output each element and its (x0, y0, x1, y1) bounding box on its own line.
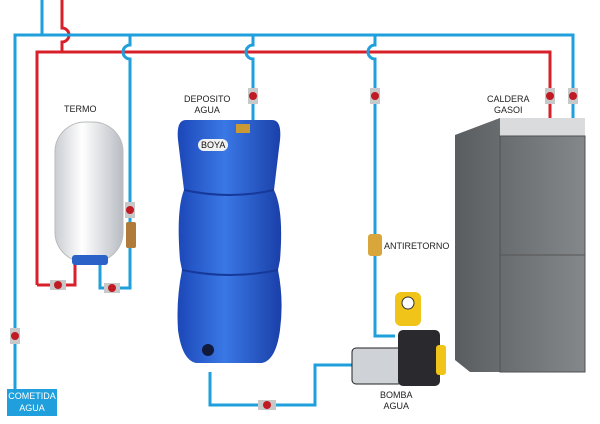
label-cometida-line2: AGUA (19, 403, 45, 413)
label-bomba: BOMBA AGUA (380, 390, 413, 412)
valve-icon (10, 328, 20, 344)
valve-icon (125, 202, 135, 218)
hot-pipe-termo (37, 262, 77, 287)
filter-icon (126, 222, 136, 248)
label-deposito-line2: AGUA (194, 105, 220, 115)
valve-icon (258, 400, 276, 410)
label-cometida: COMETIDA AGUA (7, 389, 57, 416)
boiler-icon (455, 118, 586, 373)
valve-icon (50, 280, 66, 290)
cold-pipe-termo (98, 35, 132, 290)
label-boya: BOYA (198, 139, 229, 151)
valves (10, 88, 578, 410)
cold-pipe-bottom (208, 363, 355, 407)
valve-icon (104, 283, 120, 293)
valve-icon (545, 88, 555, 104)
cold-water-pipes (13, 0, 575, 407)
valve-icon (248, 88, 258, 104)
water-tank-icon (177, 120, 282, 363)
label-antiretorno: ANTIRETORNO (384, 241, 450, 251)
valve-icon (568, 88, 578, 104)
label-bomba-line2: AGUA (383, 401, 410, 411)
valve-icon (370, 88, 380, 104)
cold-pipe-tank (244, 35, 255, 122)
label-cometida-line1: COMETIDA (8, 391, 56, 401)
label-caldera-line1: CALDERA (487, 94, 530, 104)
check-valve-icon (368, 234, 382, 256)
label-termo: TERMO (64, 104, 97, 114)
label-deposito-line1: DEPOSITO (184, 94, 231, 104)
label-caldera: CALDERA GASOI (487, 94, 530, 116)
label-bomba-line1: BOMBA (380, 390, 413, 400)
label-deposito: DEPOSITO AGUA (184, 94, 230, 116)
cold-pipe-pump (366, 35, 395, 338)
termo-heater-icon (54, 121, 124, 265)
water-pump-icon (351, 292, 446, 386)
label-caldera-line2: GASOI (494, 105, 523, 115)
